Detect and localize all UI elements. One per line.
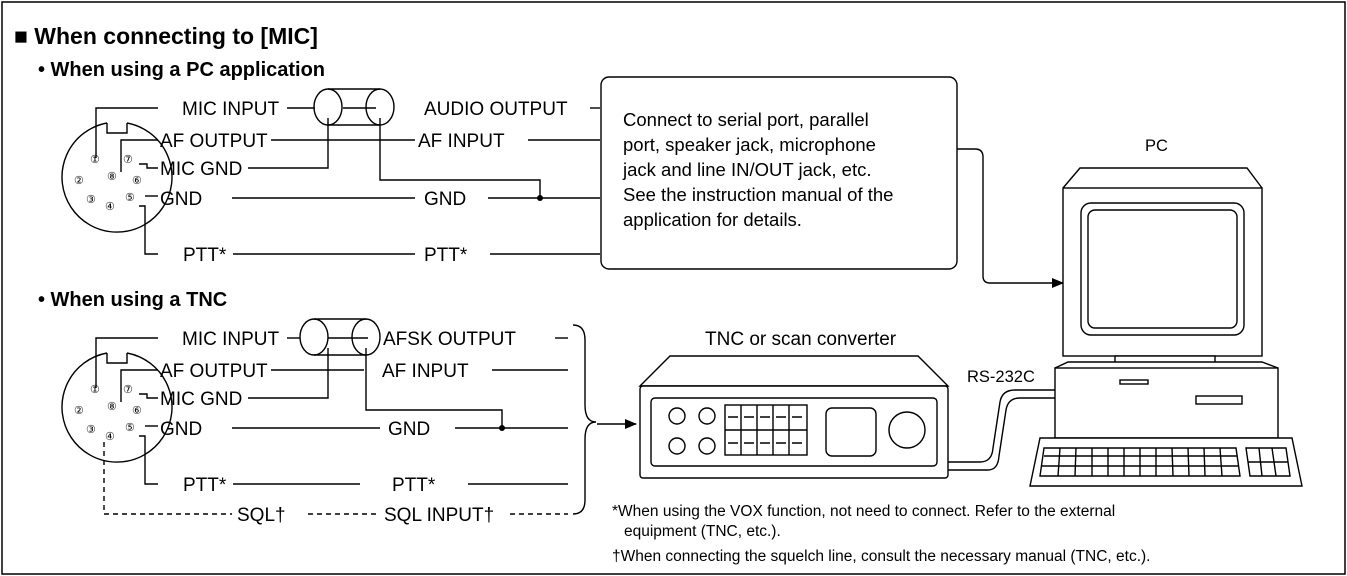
- tnc-left-af-output: AF OUTPUT: [160, 361, 268, 382]
- note-vox-line-1: *When using the VOX function, not need t…: [612, 503, 1115, 520]
- pin-6: ⑥: [132, 175, 142, 187]
- tnc-right-af-input: AF INPUT: [382, 361, 469, 382]
- tnc-left-ptt: PTT*: [183, 475, 227, 496]
- pc-box-line-1: Connect to serial port, parallel: [623, 109, 869, 130]
- tnc-right-afsk-output: AFSK OUTPUT: [383, 329, 516, 350]
- tnc-wiring: ① ② ③ ④ ⑤ ⑥ ⑦ ⑧: [61, 318, 1035, 526]
- pc-right-audio-output: AUDIO OUTPUT: [424, 99, 568, 120]
- pc-left-mic-gnd: MIC GND: [160, 159, 242, 180]
- pc-box-line-4: See the instruction manual of the: [623, 184, 893, 205]
- pin-5: ⑤: [125, 192, 135, 204]
- pin-6: ⑥: [132, 405, 142, 417]
- pin-4: ④: [105, 431, 115, 443]
- pin-8: ⑧: [107, 171, 117, 183]
- pin-1: ①: [90, 384, 100, 396]
- pin-5: ⑤: [125, 422, 135, 434]
- pin-3: ③: [86, 194, 96, 206]
- pc-label: PC: [1145, 137, 1168, 155]
- tnc-device: [638, 355, 950, 479]
- pc-left-gnd: GND: [160, 189, 202, 210]
- pc-wiring: ① ② ③ ④ ⑤ ⑥ ⑦ ⑧: [61, 76, 1064, 288]
- pc-left-ptt: PTT*: [183, 245, 227, 266]
- mic-connector-pc: ① ② ③ ④ ⑤ ⑥ ⑦ ⑧: [61, 122, 173, 233]
- pin-3: ③: [86, 424, 96, 436]
- pin-2: ②: [74, 405, 84, 417]
- pc-right-ptt: PTT*: [424, 245, 468, 266]
- tnc-left-gnd: GND: [160, 419, 202, 440]
- pc-subtitle: • When using a PC application: [38, 59, 325, 81]
- tnc-right-gnd: GND: [388, 419, 430, 440]
- pc-info-box: [600, 76, 958, 270]
- pin-4: ④: [105, 201, 115, 213]
- mic-connector-tnc: ① ② ③ ④ ⑤ ⑥ ⑦ ⑧: [61, 352, 173, 463]
- pin-7: ⑦: [123, 154, 133, 166]
- note-vox-line-2: equipment (TNC, etc.).: [624, 523, 781, 540]
- tnc-left-sql: SQL†: [237, 505, 286, 526]
- tnc-left-mic-gnd: MIC GND: [160, 389, 242, 410]
- tnc-right-sql-input: SQL INPUT†: [384, 505, 494, 526]
- pin-7: ⑦: [123, 384, 133, 396]
- tnc-left-mic-input: MIC INPUT: [182, 329, 280, 350]
- pc-computer: PC: [1029, 137, 1303, 487]
- pc-box-line-5: application for details.: [623, 209, 802, 230]
- section-title: ■ When connecting to [MIC]: [14, 23, 318, 49]
- pin-2: ②: [74, 175, 84, 187]
- tnc-subtitle: • When using a TNC: [38, 289, 227, 311]
- pc-left-mic-input: MIC INPUT: [182, 99, 280, 120]
- pin-1: ①: [90, 154, 100, 166]
- pc-right-af-input: AF INPUT: [418, 131, 505, 152]
- tnc-right-ptt: PTT*: [392, 475, 436, 496]
- pc-box-line-3: jack and line IN/OUT jack, etc.: [622, 159, 871, 180]
- pc-left-af-output: AF OUTPUT: [160, 131, 268, 152]
- pc-box-line-2: port, speaker jack, microphone: [623, 134, 876, 155]
- note-squelch: †When connecting the squelch line, consu…: [612, 548, 1150, 565]
- rs232c-label: RS-232C: [967, 368, 1035, 386]
- pin-8: ⑧: [107, 401, 117, 413]
- tnc-device-label: TNC or scan converter: [705, 329, 897, 350]
- pc-right-gnd: GND: [424, 189, 466, 210]
